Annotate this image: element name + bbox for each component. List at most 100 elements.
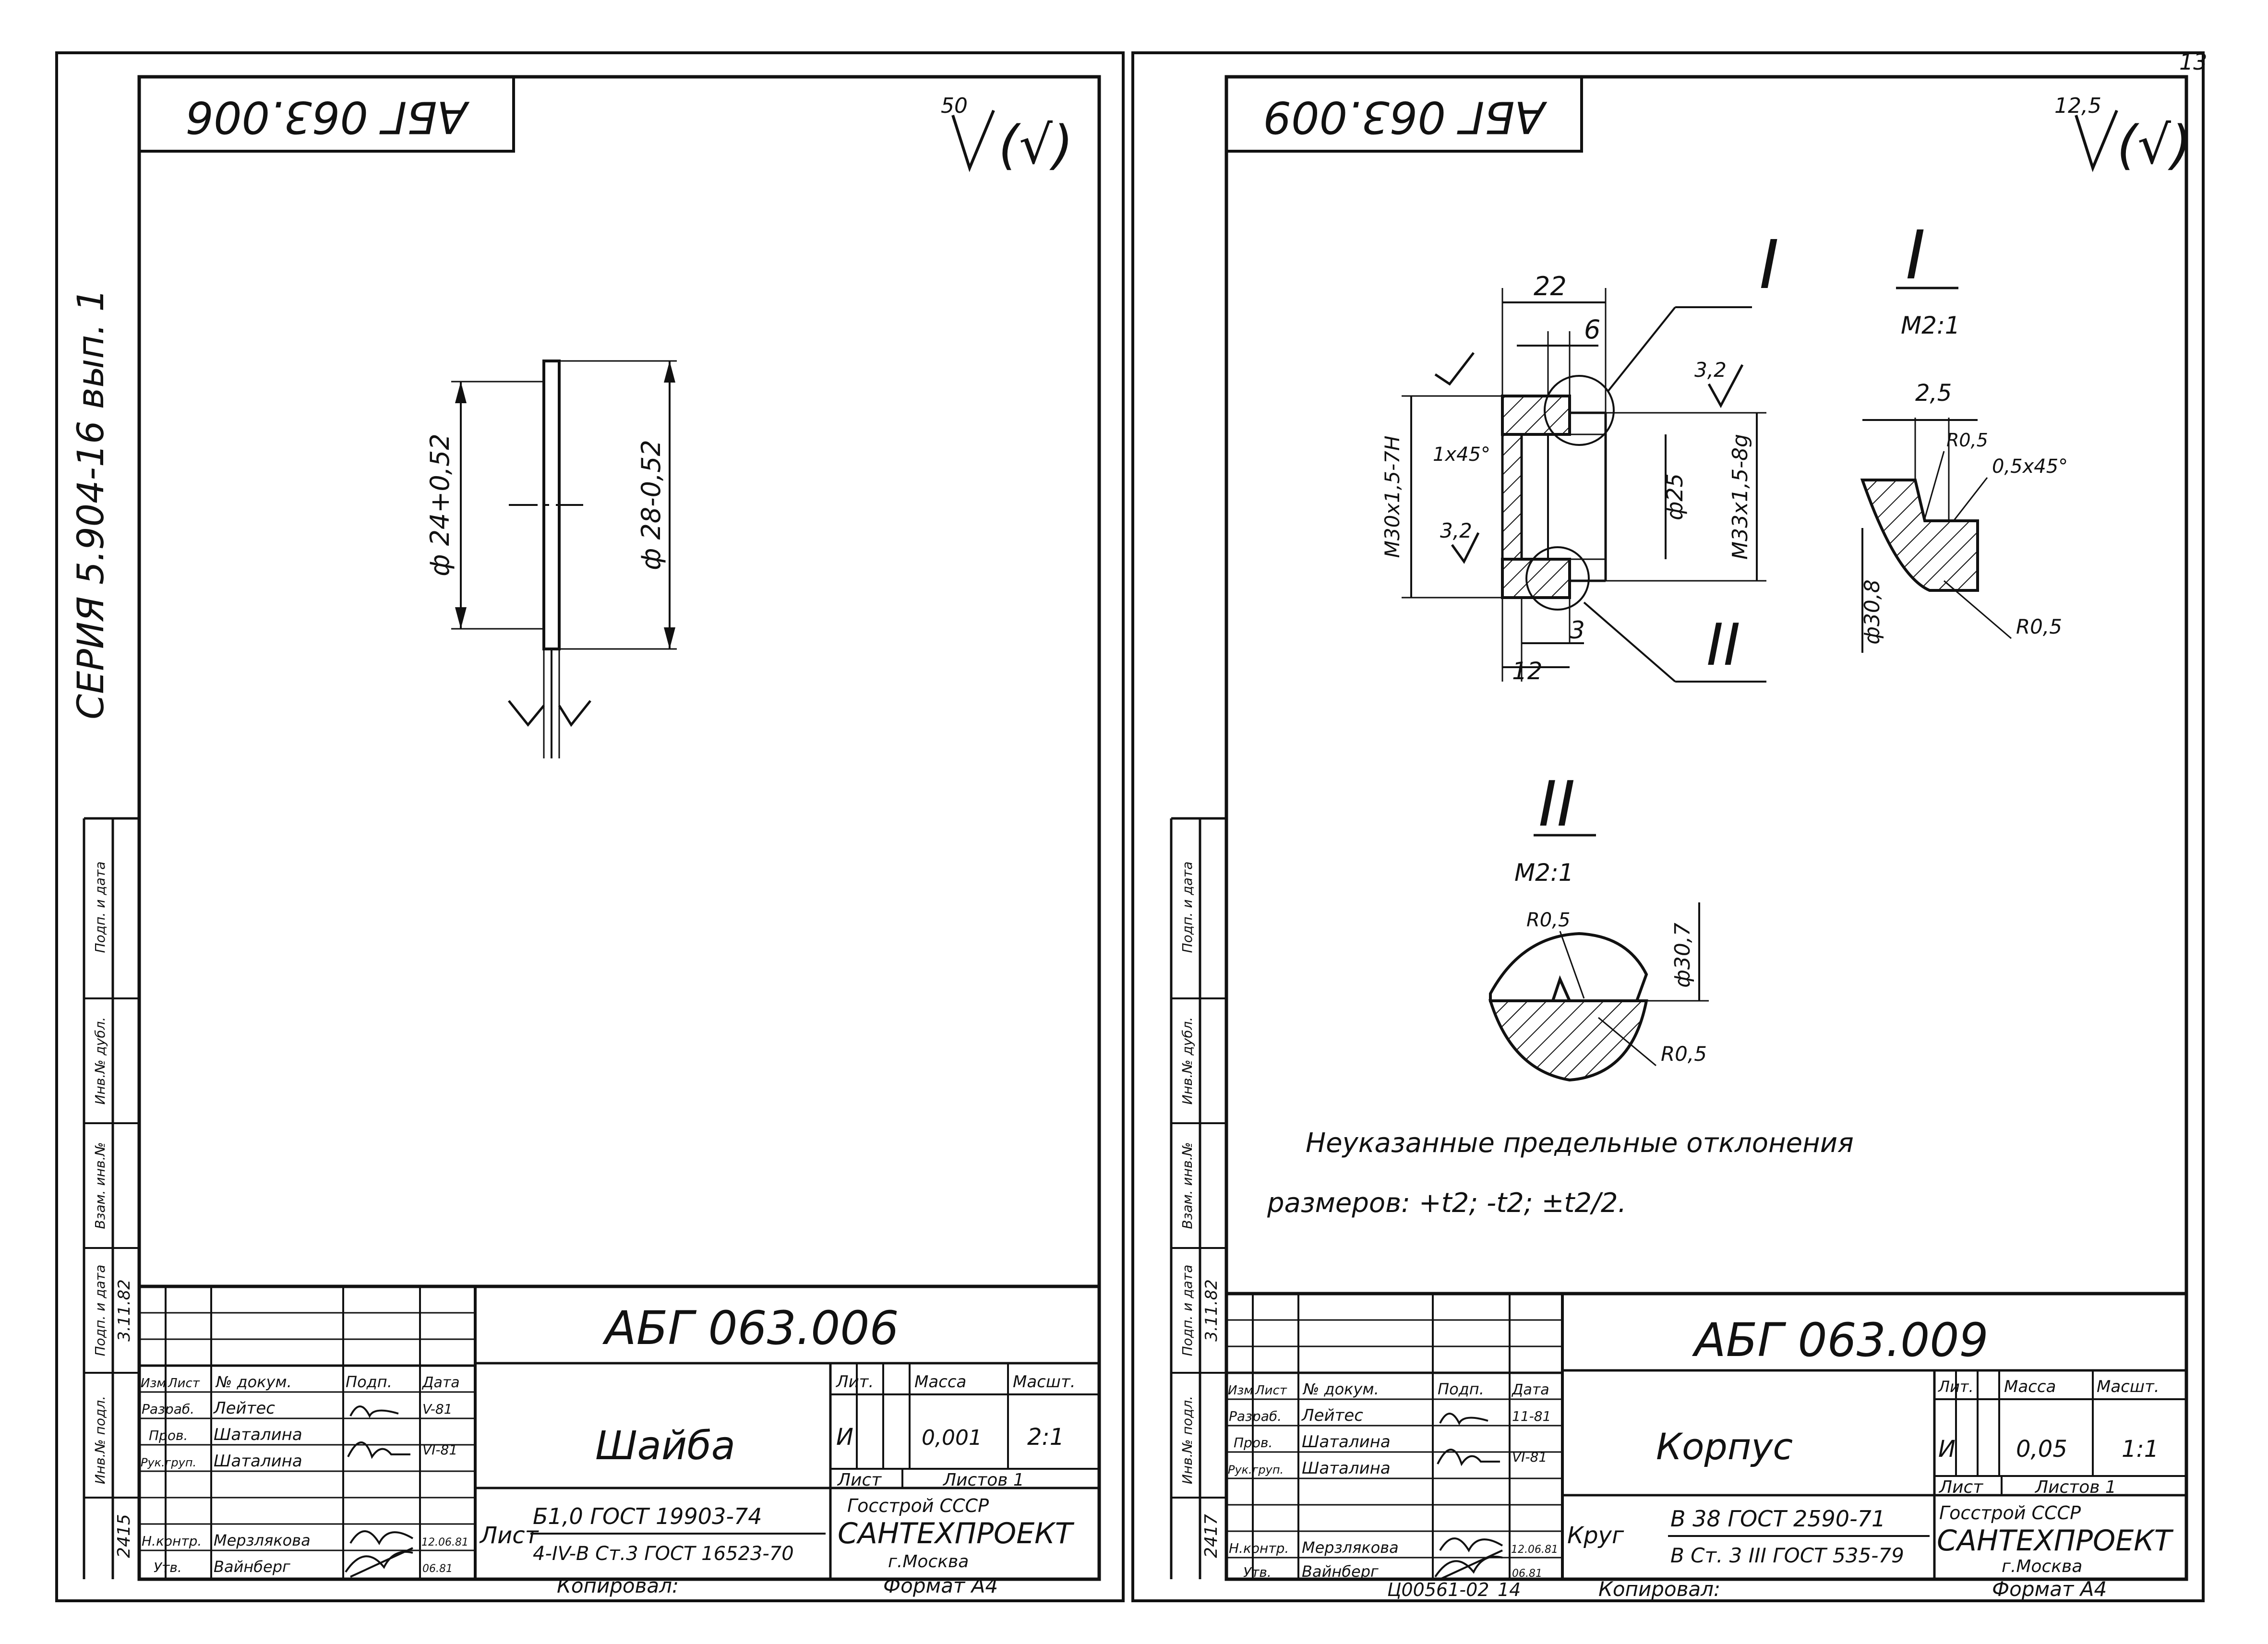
left-signature-prov	[347, 1441, 410, 1459]
left-date-4: 06.81	[422, 1563, 453, 1575]
left-stamp-cell-2: Подп. и дата	[92, 1265, 108, 1356]
left-mass-value: 0,001	[922, 1426, 982, 1450]
left-material-bottom: 4-IV-В Ст.3 ГОСТ 16523-70	[533, 1543, 794, 1565]
right-drawing-frame	[1224, 75, 2188, 1581]
right-role-1: Пров.	[1234, 1435, 1272, 1451]
left-corner-code-box	[138, 75, 515, 153]
detail-I-callout-circle	[1544, 375, 1615, 446]
right-roughness-check	[2075, 109, 2118, 172]
right-stamp-cell-3: Взам. инв.№	[1179, 1142, 1195, 1229]
left-mass-label: Масса	[914, 1372, 966, 1392]
right-date-3: 12.06.81	[1511, 1544, 1558, 1556]
right-org1: Госстрой СССР	[1939, 1502, 2081, 1524]
left-stamp-cell-3: Взам. инв.№	[92, 1142, 108, 1229]
left-date-1: VI-81	[422, 1442, 457, 1458]
main-rough-left	[1434, 352, 1475, 386]
left-name-2: Шаталина	[214, 1452, 302, 1471]
rough-32-a: 3,2	[1694, 358, 1727, 382]
right-lit-label: Лит.	[1938, 1378, 1974, 1396]
right-hdr-date: Дата	[1511, 1381, 1549, 1398]
detail-II-callout-circle	[1525, 546, 1590, 611]
thread-in: М30х1,5-7Н	[1380, 436, 1404, 558]
detail-II-r05b-leader	[1598, 1017, 1656, 1067]
left-material-prefix: Лист	[479, 1522, 540, 1549]
left-part-name: Шайба	[595, 1423, 735, 1469]
left-hdr-date: Дата	[421, 1374, 460, 1391]
callout-mark-II: II	[1706, 612, 1740, 679]
left-hdr-list: Лист	[168, 1376, 200, 1391]
detail-II-r05b: R0,5	[1661, 1042, 1707, 1066]
detail-I-chamfer: 0,5х45°	[1992, 456, 2068, 478]
detail-II-r05a: R0,5	[1526, 909, 1570, 931]
dim-3: 3	[1570, 616, 1585, 644]
detail-I-section	[1860, 479, 1979, 592]
left-lit-label: Лит.	[835, 1372, 874, 1392]
right-corner-code: АБГ 063.009	[1263, 92, 1548, 143]
left-stamp-cell-5: Подп. и дата	[92, 862, 108, 953]
detail-II-leader	[1583, 601, 1676, 683]
left-lit-value: И	[836, 1424, 853, 1451]
left-sign-date: 3.11.82	[115, 1279, 134, 1342]
detail-I-r05a: R0,5	[1946, 430, 1988, 451]
detail-I-r05b: R0,5	[2016, 615, 2062, 638]
left-date-0: V-81	[422, 1401, 452, 1417]
right-copied: Копировал:	[1598, 1577, 1720, 1601]
right-designation: АБГ 063.009	[1692, 1313, 1989, 1367]
left-roughness-value: 50	[941, 94, 968, 118]
right-name-3: Мерзлякова	[1302, 1538, 1399, 1557]
detail-II-mark: II	[1538, 768, 1575, 840]
left-title-block	[139, 1284, 1099, 1579]
left-role-2: Рук.груп.	[141, 1456, 196, 1469]
housing-section	[1501, 395, 1607, 599]
right-signature-nkontr	[1439, 1537, 1503, 1553]
right-name-2: Шаталина	[1302, 1459, 1391, 1478]
right-lit-value: И	[1938, 1436, 1956, 1463]
right-title-block	[1226, 1292, 2186, 1579]
left-drawing-frame	[137, 75, 1101, 1581]
left-name-1: Шаталина	[214, 1425, 302, 1444]
right-stamp-cell-5: Подп. и дата	[1179, 862, 1195, 953]
dim-outer-arrow-top	[664, 361, 675, 383]
rough-32-b: 3,2	[1440, 519, 1472, 542]
dim-inner-arrow-bottom	[455, 607, 467, 629]
detail-I-leader	[1607, 306, 1676, 392]
note-line-1: Неуказанные предельные отклонения	[1306, 1128, 1854, 1159]
left-scale-label: Масшт.	[1013, 1372, 1076, 1392]
right-name-4: Вайнберг	[1302, 1562, 1379, 1581]
right-hdr-list: Лист	[1255, 1383, 1287, 1398]
right-role-2: Рук.груп.	[1228, 1463, 1284, 1476]
left-scale-value: 2:1	[1027, 1424, 1064, 1451]
right-role-4: Утв.	[1243, 1564, 1272, 1580]
right-signature-prov	[1437, 1449, 1500, 1466]
note-line-2: размеров: +t2; -t2; ±t2/2.	[1267, 1188, 1626, 1219]
right-stamp-cell-1: Инв.№ подл.	[1179, 1396, 1195, 1484]
dim-inner-arrow-top	[455, 382, 467, 403]
right-stamp-cell-4: Инв.№ дубл.	[1179, 1017, 1195, 1105]
left-date-3: 12.06.81	[421, 1536, 468, 1548]
right-org3: г.Москва	[2002, 1557, 2082, 1576]
left-inv-number: 2415	[114, 1514, 134, 1558]
left-sheet-label: Лист	[837, 1470, 882, 1490]
detail-II-scale: М2:1	[1514, 859, 1574, 887]
detail-I-chamfer-leader	[1953, 477, 1988, 521]
dia-25: ф25	[1662, 473, 1688, 520]
right-sign-date: 3.11.82	[1202, 1279, 1221, 1342]
right-material-prefix: Круг	[1567, 1522, 1624, 1549]
left-copied: Копировал:	[557, 1574, 679, 1597]
right-roughness-value: 12,5	[2054, 94, 2101, 118]
detail-I-scale: М2:1	[1901, 312, 1960, 339]
right-sheet-label: Лист	[1938, 1477, 1983, 1497]
detail-I-dim-25: 2,5	[1915, 380, 1952, 407]
left-material-top: Б1,0 ГОСТ 19903-74	[533, 1503, 762, 1529]
dim-22: 22	[1534, 271, 1567, 301]
detail-II-section	[1488, 932, 1648, 1082]
left-designation: АБГ 063.006	[602, 1301, 899, 1355]
right-hdr-izm: Изм	[1228, 1383, 1253, 1398]
right-sheet-border	[1131, 51, 2205, 1602]
right-inv-number: 2417	[1201, 1514, 1221, 1558]
right-scale-label: Масшт.	[2097, 1377, 2160, 1396]
detail-II-r05a-leader	[1559, 931, 1585, 999]
left-name-0: Лейтес	[213, 1399, 275, 1418]
right-format: Формат А4	[1992, 1577, 2107, 1601]
